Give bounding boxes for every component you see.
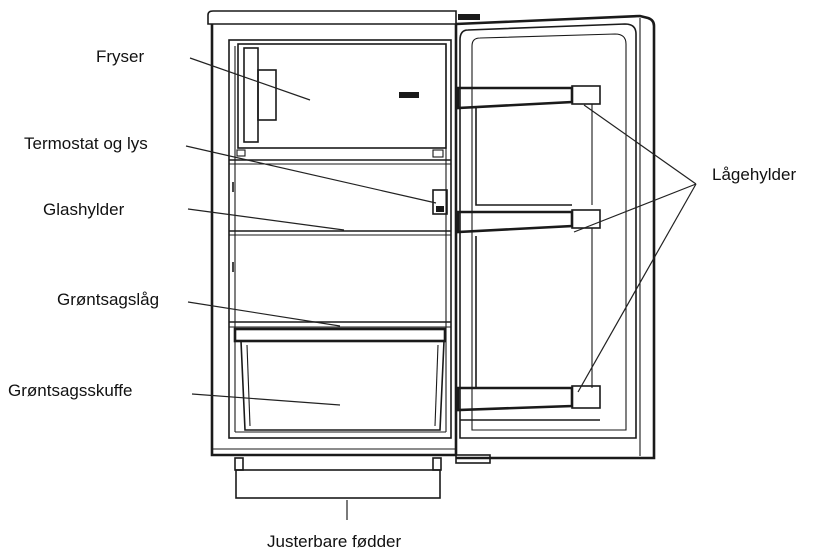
label-freezer: Fryser [96,47,145,66]
adjustable-feet [234,457,442,499]
label-adjustable-feet: Justerbare fødder [267,532,402,551]
label-thermostat: Termostat og lys [24,134,148,153]
leader-door-shelf-1 [583,104,697,185]
leader-crisper-lid [187,301,341,327]
thermostat-light-unit [432,189,448,215]
glass-shelves [229,159,451,328]
leader-door-shelf-2 [573,183,697,233]
leader-thermostat [185,145,437,204]
label-door-shelves: Lågehylder [712,165,796,184]
fridge-cabinet [207,10,458,457]
leader-crisper-drawer [191,393,341,406]
label-glass-shelves: Glashylder [43,200,125,219]
freezer-compartment [236,43,447,158]
door-hinges [455,14,491,464]
leader-door-shelf-3 [577,183,697,393]
leader-glass-shelves [187,208,345,231]
leader-freezer [189,57,311,101]
labels: Fryser Termostat og lys Glashylder Grønt… [8,47,796,551]
fridge-door [455,14,656,460]
crisper-drawer [233,327,447,431]
leader-lines [185,57,697,520]
label-crisper-drawer: Grøntsagsskuffe [8,381,132,400]
label-crisper-lid: Grøntsagslåg [57,290,159,309]
